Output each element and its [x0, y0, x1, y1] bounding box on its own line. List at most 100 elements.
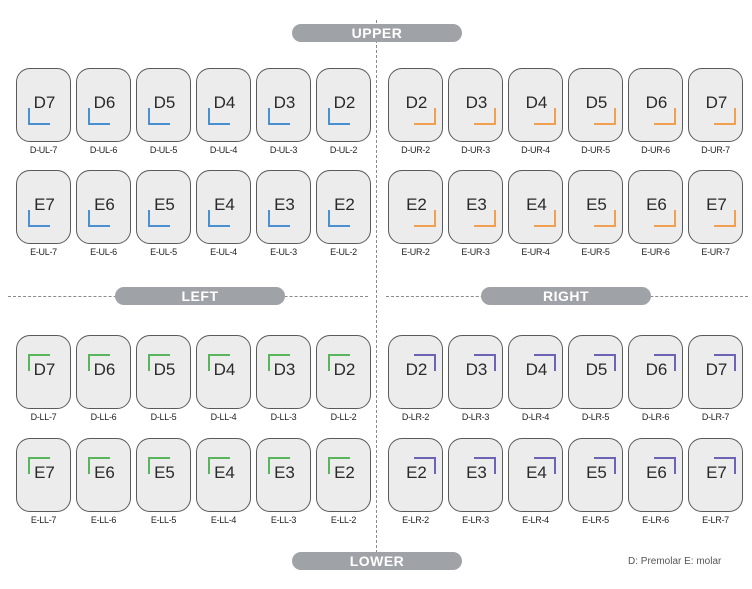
tooth-label: D3 — [273, 93, 296, 112]
tooth-code: E-UR-2 — [401, 247, 430, 257]
bracket-icon — [148, 457, 170, 474]
tooth-box: D5 — [568, 335, 623, 409]
tooth-box: E6 — [628, 170, 683, 244]
tooth-label: E4 — [214, 195, 235, 214]
tooth-label: E2 — [334, 195, 355, 214]
tooth-label: E5 — [154, 463, 175, 482]
tooth-code: E-UR-6 — [641, 247, 670, 257]
bracket-icon — [714, 457, 736, 474]
tooth-label: E7 — [706, 463, 727, 482]
bracket-icon — [714, 210, 736, 227]
bracket-icon — [594, 354, 616, 371]
tooth-box: E3 — [256, 438, 311, 512]
tooth-label: E2 — [406, 195, 427, 214]
bracket-icon — [328, 210, 350, 227]
tooth-label: D7 — [33, 93, 56, 112]
tooth-code: E-LL-6 — [90, 515, 117, 525]
tooth-code: D-LL-7 — [30, 412, 57, 422]
tooth-label: D2 — [405, 360, 428, 379]
tooth-box: E5 — [136, 438, 191, 512]
tooth-box: D2 — [388, 68, 443, 142]
tooth-code: D-LR-7 — [701, 412, 730, 422]
tooth-label: D5 — [585, 93, 608, 112]
tooth-label: D5 — [153, 93, 176, 112]
tooth-box: E2 — [316, 170, 371, 244]
tooth-code: E-UL-7 — [30, 247, 57, 257]
tooth-code: E-UL-4 — [210, 247, 237, 257]
tooth-label: E4 — [214, 463, 235, 482]
tooth-code: E-UR-7 — [701, 247, 730, 257]
tooth-box: D3 — [256, 68, 311, 142]
tooth-box: D4 — [508, 335, 563, 409]
tooth-box: D6 — [628, 68, 683, 142]
tooth-box: D4 — [508, 68, 563, 142]
bracket-icon — [268, 354, 290, 371]
bracket-icon — [208, 457, 230, 474]
tooth-code: D-LL-3 — [270, 412, 297, 422]
bracket-icon — [534, 210, 556, 227]
tooth-code: D-UR-7 — [701, 145, 730, 155]
tooth-code: E-UL-6 — [90, 247, 117, 257]
tooth-code: E-UR-3 — [461, 247, 490, 257]
bracket-icon — [594, 108, 616, 125]
bracket-icon — [414, 108, 436, 125]
tooth-code: D-LL-4 — [210, 412, 237, 422]
tooth-box: D7 — [16, 68, 71, 142]
bracket-icon — [208, 354, 230, 371]
bracket-icon — [28, 108, 50, 125]
tooth-code: E-LR-2 — [402, 515, 429, 525]
bracket-icon — [594, 210, 616, 227]
tooth-box: E5 — [136, 170, 191, 244]
tooth-label: E6 — [646, 195, 667, 214]
